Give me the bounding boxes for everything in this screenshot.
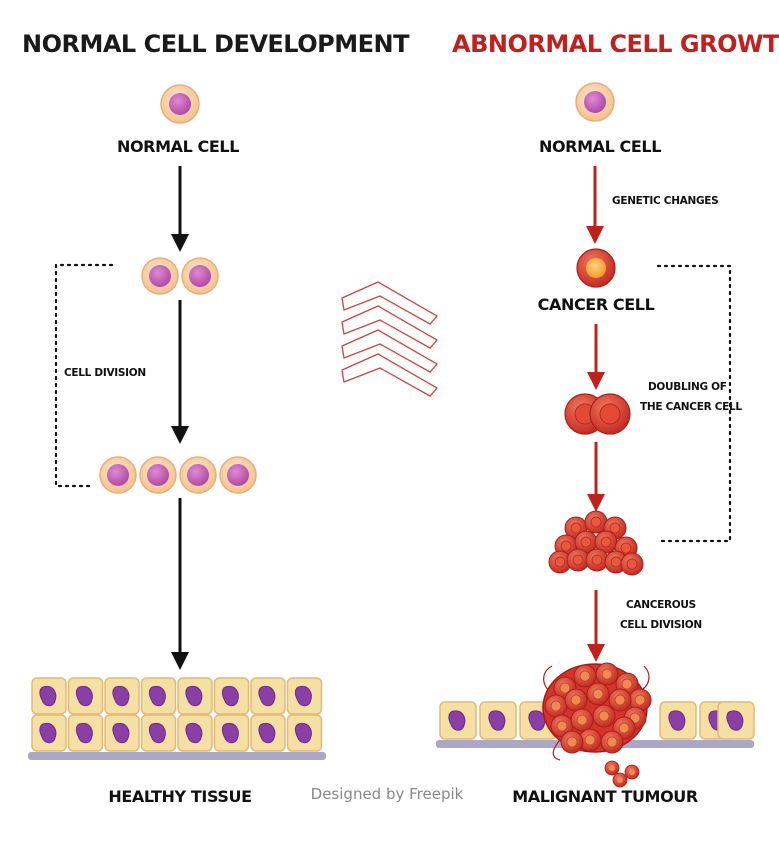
tumour-mass (542, 662, 652, 788)
cancer-cell-label: CANCER CELL (538, 295, 655, 314)
cancer-cell-cluster (548, 510, 644, 576)
tissue-cell (250, 677, 286, 715)
basement-membrane (28, 752, 326, 760)
tissue-cell (104, 677, 140, 715)
cancer-cell (574, 530, 598, 554)
left-four-cells (99, 456, 257, 494)
cancerous-label-line1: CANCEROUS (626, 599, 696, 611)
cancerous-label-line2: CELL DIVISION (620, 619, 702, 631)
tissue-cell (177, 714, 213, 752)
tissue-cell (67, 677, 104, 715)
tumour-cell (586, 682, 610, 706)
tissue-cell (479, 701, 517, 740)
tumour-cell (573, 664, 597, 688)
tissue-cell (31, 677, 67, 715)
right-arrow-4 (587, 590, 605, 662)
tissue-cell (67, 714, 104, 752)
genetic-changes-label: GENETIC CHANGES (612, 195, 718, 207)
chevrons-icon (341, 281, 439, 397)
cell-division-bracket (54, 263, 114, 488)
tissue-cell (213, 714, 250, 752)
cancer-cell (576, 248, 616, 288)
left-normal-cell-label: NORMAL CELL (117, 137, 239, 156)
cell-division-label: CELL DIVISION (64, 367, 146, 379)
malignant-tumour-label: MALIGNANT TUMOUR (512, 787, 698, 806)
tissue-cell (439, 701, 477, 740)
tumour-cell (595, 662, 619, 686)
right-arrow-1 (586, 166, 604, 244)
healthy-tissue (28, 677, 326, 760)
right-normal-cell-label: NORMAL CELL (539, 137, 661, 156)
right-arrow-3 (587, 442, 605, 512)
cancer-doubling-bracket (656, 264, 732, 543)
tissue-cell (31, 714, 67, 752)
tissue-cell (177, 677, 213, 715)
tissue-cell (140, 677, 177, 715)
tumour-cell (600, 730, 624, 754)
cancer-cell (585, 548, 609, 572)
cancer-cell (584, 510, 608, 534)
left-two-cells (141, 257, 219, 295)
tissue-cell (286, 714, 323, 752)
left-arrow-3 (171, 498, 189, 670)
doubling-label-line1: DOUBLING OF (648, 381, 727, 393)
tissue-cell (286, 677, 323, 715)
tissue-cell (717, 701, 755, 740)
healthy-tissue-label: HEALTHY TISSUE (108, 787, 251, 806)
tumour-cell (592, 704, 616, 728)
left-arrow-1 (171, 166, 189, 252)
abnormal-growth-title: ABNORMAL CELL GROWTH (452, 30, 779, 58)
tissue-cell (213, 677, 250, 715)
designer-credit: Designed by Freepik (311, 785, 464, 803)
escaped-cancer-cell (624, 764, 640, 780)
doubled-cancer-cells (564, 393, 631, 435)
tumour-cell (560, 730, 584, 754)
cancer-cell (620, 552, 644, 576)
blood-vessels (543, 665, 650, 761)
tumour-cell (608, 688, 632, 712)
tumour-cell (544, 694, 568, 718)
doubling-label-line2: THE CANCER CELL (640, 401, 742, 413)
tissue-cell (250, 714, 286, 752)
right-arrow-2 (587, 324, 605, 390)
tumour-cell (570, 708, 594, 732)
escaped-cancer-cell (604, 760, 620, 776)
right-normal-cell (575, 82, 615, 122)
normal-development-title: NORMAL CELL DEVELOPMENT (22, 30, 410, 58)
cancer-cell (548, 550, 572, 574)
tumour-cell (564, 688, 588, 712)
tissue-cell (104, 714, 140, 752)
escaped-cancer-cell (612, 772, 628, 788)
tissue-cell (140, 714, 177, 752)
tissue-cell (659, 701, 697, 740)
left-normal-cell (160, 84, 200, 124)
left-arrow-2 (171, 300, 189, 444)
